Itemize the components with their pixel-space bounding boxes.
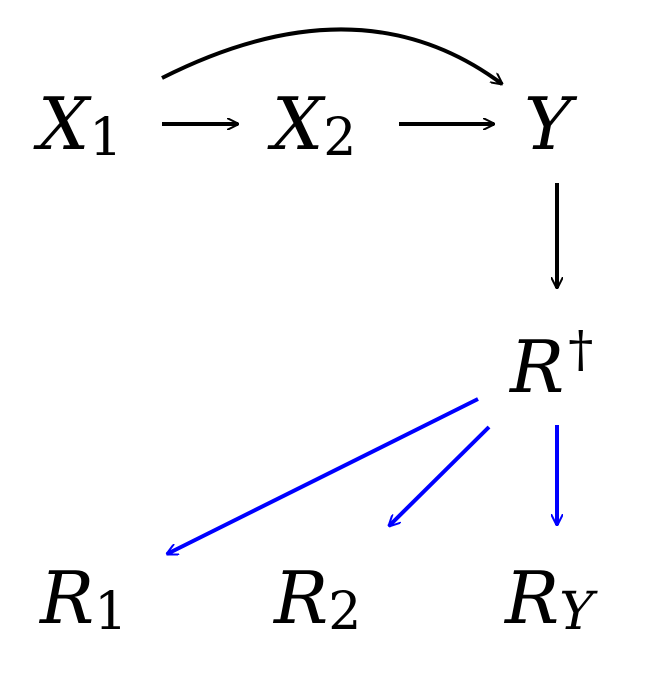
node-ry: RY [505, 562, 594, 638]
node-y: Y [524, 88, 572, 160]
node-r-dagger-base: R [510, 325, 565, 409]
node-r2-sub: 2 [328, 582, 362, 642]
node-x2-sub: 2 [323, 108, 357, 168]
edge-rdagger-to-r2 [389, 425, 491, 526]
node-r2: R2 [274, 562, 361, 638]
node-r1-sub: 1 [94, 582, 128, 642]
node-r1: R1 [40, 562, 127, 638]
node-r2-base: R [274, 556, 329, 640]
node-x1-base: X [38, 82, 90, 166]
edge-rdagger-to-r1 [167, 397, 479, 556]
node-x1: X1 [38, 88, 122, 164]
node-x2-base: X [272, 82, 324, 166]
node-y-base: Y [524, 82, 572, 166]
node-ry-base: R [505, 556, 560, 640]
edge-x1-to-y-curved [161, 27, 502, 84]
node-r-dagger: R† [510, 324, 593, 403]
node-ry-sub: Y [559, 582, 594, 642]
node-r1-base: R [40, 556, 95, 640]
node-x2: X2 [272, 88, 356, 164]
node-x1-sub: 1 [89, 108, 123, 168]
node-r-dagger-sup: † [568, 320, 594, 378]
